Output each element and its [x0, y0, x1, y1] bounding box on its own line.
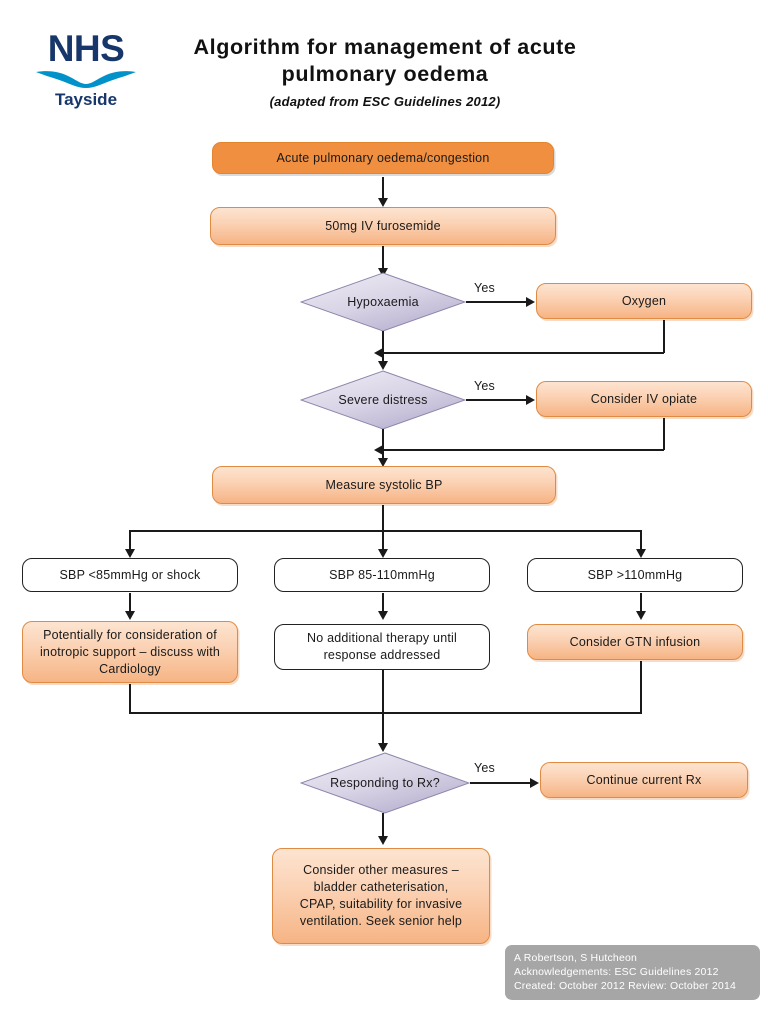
edge-center-merge-vertical — [382, 670, 384, 748]
edge-bp-fork-bar — [129, 530, 642, 532]
edge-bp-fork-right — [640, 530, 642, 552]
arrow-sbp-low-to-inotropic — [125, 611, 135, 620]
node-no-additional-therapy[interactable]: No additional therapy until response add… — [274, 624, 490, 670]
nhs-wave-icon — [36, 71, 136, 88]
credits-dates: Created: October 2012 Review: October 20… — [514, 980, 737, 992]
node-sbp-mid-label: SBP 85-110mmHg — [329, 567, 435, 582]
page-title-line-1: Algorithm for management of acute — [193, 35, 577, 59]
arrow-hypoxaemia-no — [378, 361, 388, 370]
node-furosemide-label: 50mg IV furosemide — [325, 218, 441, 233]
nhs-tayside-logo: NHS Tayside — [30, 28, 142, 120]
node-consider-other-measures-line-2: bladder catheterisation, — [313, 880, 449, 894]
edge-furosemide-to-hypoxaemia — [382, 246, 384, 272]
page-title: Algorithm for management of acute pulmon… — [160, 34, 610, 88]
edge-label-yes-responding: Yes — [474, 761, 495, 775]
edge-opiate-return-vertical — [663, 418, 665, 450]
credits-authors: A Robertson, S Hutcheon — [514, 952, 638, 964]
edge-oedema-to-furosemide — [382, 177, 384, 201]
edge-distress-no — [382, 429, 384, 462]
arrow-merge-to-responding — [378, 743, 388, 752]
node-acute-pulmonary-oedema-label: Acute pulmonary oedema/congestion — [276, 150, 490, 165]
node-gtn-infusion[interactable]: Consider GTN infusion — [527, 624, 743, 660]
arrow-distress-no — [378, 458, 388, 467]
node-furosemide[interactable]: 50mg IV furosemide — [210, 207, 556, 245]
edge-oxygen-return-vertical — [663, 320, 665, 353]
diamond-shape — [300, 752, 470, 814]
nhs-region-label: Tayside — [54, 90, 118, 109]
edge-sbp-high-to-gtn — [640, 593, 642, 613]
decision-severe-distress-label: Severe distress — [338, 393, 428, 407]
node-consider-other-measures-line-3: CPAP, suitability for invasive — [299, 897, 463, 911]
decision-hypoxaemia[interactable]: Hypoxaemia — [300, 272, 466, 332]
arrow-oxygen-return — [374, 348, 383, 358]
node-acute-pulmonary-oedema[interactable]: Acute pulmonary oedema/congestion — [212, 142, 554, 174]
node-no-additional-therapy-line-1: No additional therapy until — [307, 631, 457, 645]
arrow-oedema-to-furosemide — [378, 198, 388, 207]
node-consider-other-measures[interactable]: Consider other measures – bladder cathet… — [272, 848, 490, 944]
decision-hypoxaemia-label: Hypoxaemia — [347, 295, 419, 309]
arrow-distress-yes — [526, 395, 535, 405]
credits-acknowledgements: Acknowledgements: ESC Guidelines 2012 — [514, 966, 719, 978]
node-continue-current-rx-label: Continue current Rx — [586, 772, 702, 787]
edge-bp-fork-center — [382, 530, 384, 552]
node-inotropic-support-line-3: Cardiology — [99, 661, 161, 676]
node-measure-systolic-bp-label: Measure systolic BP — [325, 477, 443, 492]
node-inotropic-support-line-1: Potentially for consideration of — [43, 627, 217, 642]
node-consider-other-measures-line-4: ventilation. Seek senior help — [299, 914, 463, 928]
page-subtitle: (adapted from ESC Guidelines 2012) — [269, 94, 501, 109]
edge-gtn-merge-vertical — [640, 661, 642, 713]
node-measure-systolic-bp[interactable]: Measure systolic BP — [212, 466, 556, 504]
nhs-wordmark: NHS — [47, 28, 125, 69]
edge-responding-yes — [470, 782, 532, 784]
edge-bp-fork-left — [129, 530, 131, 552]
node-inotropic-support[interactable]: Potentially for consideration of inotrop… — [22, 621, 238, 683]
node-oxygen[interactable]: Oxygen — [536, 283, 752, 319]
edge-bp-fork-stem — [382, 505, 384, 531]
arrow-hypoxaemia-yes — [526, 297, 535, 307]
edge-opiate-return-horizontal — [383, 449, 664, 451]
arrow-bp-fork-right — [636, 549, 646, 558]
arrow-responding-yes — [530, 778, 539, 788]
arrow-bp-fork-center — [378, 549, 388, 558]
node-inotropic-support-line-2: inotropic support – discuss with — [39, 644, 221, 659]
edge-oxygen-return-horizontal — [383, 352, 664, 354]
edge-hypoxaemia-yes — [466, 301, 528, 303]
edge-distress-yes — [466, 399, 528, 401]
page-title-line-2: pulmonary oedema — [281, 62, 489, 86]
node-continue-current-rx[interactable]: Continue current Rx — [540, 762, 748, 798]
edge-inotropic-merge-vertical — [129, 684, 131, 713]
edge-label-yes-hypoxaemia: Yes — [474, 281, 495, 295]
node-no-additional-therapy-line-2: response addressed — [323, 648, 441, 662]
node-iv-opiate[interactable]: Consider IV opiate — [536, 381, 752, 417]
node-consider-other-measures-line-1: Consider other measures – — [303, 863, 459, 877]
credits-block: A Robertson, S Hutcheon Acknowledgements… — [505, 945, 760, 1000]
edge-sbp-low-to-inotropic — [129, 593, 131, 613]
edge-label-yes-distress: Yes — [474, 379, 495, 393]
arrow-responding-no — [378, 836, 388, 845]
decision-responding-to-rx[interactable]: Responding to Rx? — [300, 752, 470, 814]
arrow-bp-fork-left — [125, 549, 135, 558]
edge-responding-no — [382, 813, 384, 840]
node-sbp-high-label: SBP >110mmHg — [587, 567, 683, 582]
edge-hypoxaemia-no — [382, 331, 384, 365]
node-oxygen-label: Oxygen — [621, 293, 667, 308]
arrow-sbp-mid-to-no-therapy — [378, 611, 388, 620]
arrow-opiate-return — [374, 445, 383, 455]
decision-responding-to-rx-label: Responding to Rx? — [330, 776, 440, 790]
node-gtn-infusion-label: Consider GTN infusion — [569, 634, 701, 649]
node-sbp-high[interactable]: SBP >110mmHg — [527, 558, 743, 592]
edge-merge-bar — [129, 712, 642, 714]
node-sbp-mid[interactable]: SBP 85-110mmHg — [274, 558, 490, 592]
node-sbp-low-label: SBP <85mmHg or shock — [59, 567, 201, 582]
edge-sbp-mid-to-no-therapy — [382, 593, 384, 613]
node-sbp-low[interactable]: SBP <85mmHg or shock — [22, 558, 238, 592]
decision-severe-distress[interactable]: Severe distress — [300, 370, 466, 430]
arrow-sbp-high-to-gtn — [636, 611, 646, 620]
node-iv-opiate-label: Consider IV opiate — [590, 391, 698, 406]
